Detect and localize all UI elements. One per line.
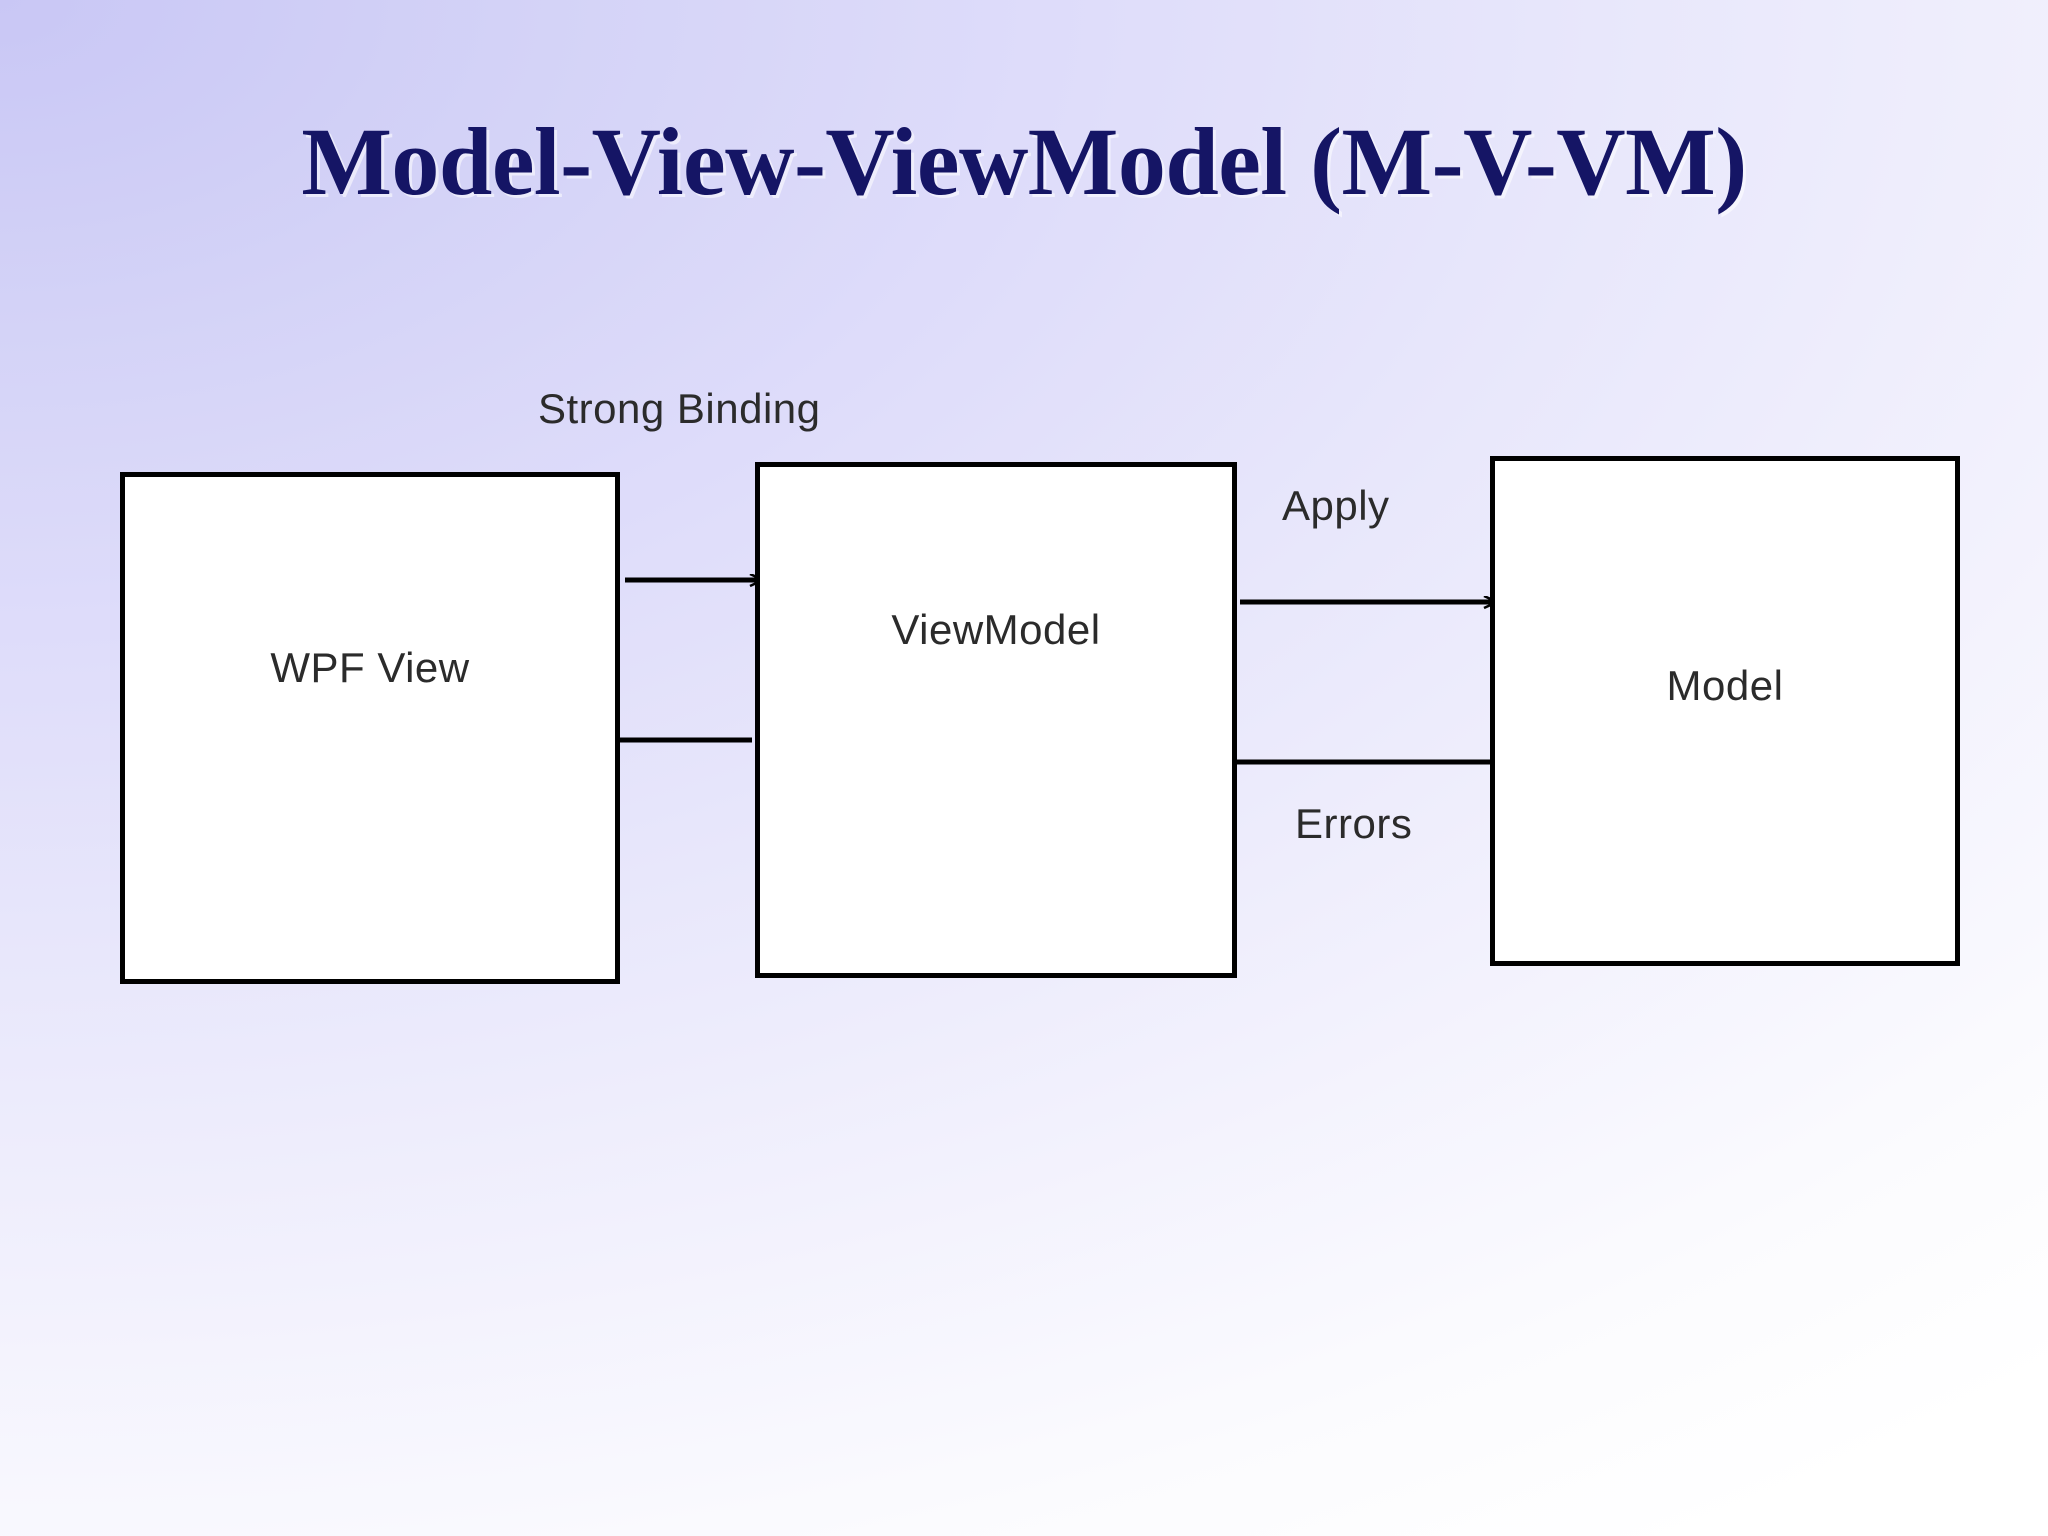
node-viewmodel[interactable]: ViewModel [755,462,1237,978]
edge-label-strong-binding: Strong Binding [538,385,821,432]
node-viewmodel-label: ViewModel [891,606,1101,653]
node-wpf-view[interactable]: WPF View [120,472,620,984]
page-title: Model-View-ViewModel (M-V-VM) [301,108,1747,215]
node-model[interactable]: Model [1490,456,1960,966]
edge-label-apply: Apply [1282,482,1390,529]
node-wpf-view-label: WPF View [270,644,470,691]
edge-label-errors: Errors [1295,800,1413,847]
node-model-label: Model [1666,662,1784,709]
